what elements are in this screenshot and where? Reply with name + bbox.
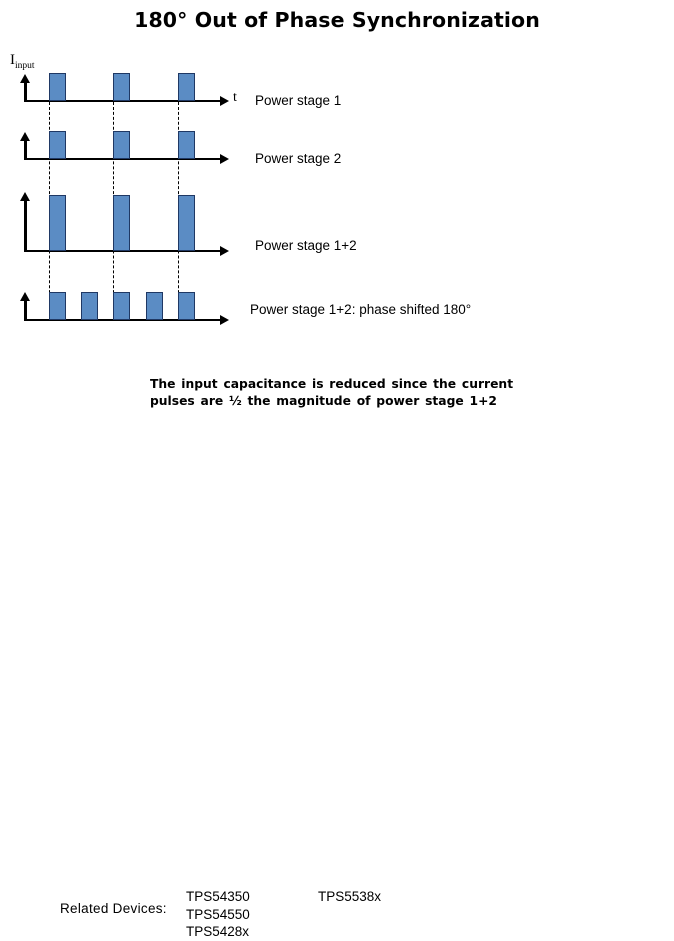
row-3-current-axis	[24, 200, 27, 251]
row-2-time-axis	[24, 158, 221, 160]
row-4-pulse-1	[49, 292, 66, 320]
related-devices-column-1: TPS54350 TPS54550 TPS5428x	[186, 888, 250, 941]
device-part-number: TPS54350	[186, 889, 250, 904]
row-3-pulse-1	[49, 195, 66, 251]
device-part-number: TPS5428x	[186, 924, 250, 939]
row-3-time-axis	[24, 250, 221, 252]
row-4-pulse-5	[178, 292, 195, 320]
waveform-diagram: Iinput t Power stage 1 Power stage 2	[10, 52, 472, 325]
row-3-time-arrowhead	[220, 246, 229, 256]
row-3-pulse-3	[178, 195, 195, 251]
device-part-number: TPS5538x	[318, 889, 382, 904]
row-4-pulse-3	[113, 292, 130, 320]
row-2-pulse-3	[178, 131, 195, 159]
time-axis-label: t	[233, 90, 237, 105]
row-4-time-arrowhead	[220, 315, 229, 325]
y-axis-label-sub: input	[15, 61, 35, 71]
row-1-current-arrowhead	[20, 74, 30, 83]
row-1-time-arrowhead	[220, 96, 229, 106]
related-devices-label: Related Devices:	[60, 901, 167, 916]
y-axis-label-main: I	[10, 52, 15, 68]
row-4-current-arrowhead	[20, 292, 30, 301]
row-1-pulse-2	[113, 73, 130, 101]
row-4-time-axis	[24, 319, 221, 321]
row-1-current-axis	[24, 82, 27, 101]
page-title: 180° Out of Phase Synchronization	[134, 8, 540, 32]
row-4-current-axis	[24, 300, 27, 320]
row-2-current-arrowhead	[20, 132, 30, 141]
row-2-current-axis	[24, 140, 27, 159]
summary-caption-line-1: The input capacitance is reduced since t…	[150, 377, 514, 391]
row-1-time-axis	[24, 100, 221, 102]
summary-caption-line-2: pulses are ½ the magnitude of power stag…	[150, 394, 497, 408]
row-3-pulse-2	[113, 195, 130, 251]
row-4-pulse-2	[81, 292, 98, 320]
row-4-pulse-4	[146, 292, 163, 320]
row-2-pulse-1	[49, 131, 66, 159]
waveform-label-power-stage-1-2: Power stage 1+2	[255, 238, 357, 253]
related-devices-section: Related Devices: TPS54350 TPS54550 TPS54…	[0, 440, 674, 939]
y-axis-label: Iinput	[10, 52, 35, 71]
summary-caption: The input capacitance is reduced since t…	[150, 376, 570, 410]
waveform-label-phase-shifted: Power stage 1+2: phase shifted 180°	[250, 302, 472, 317]
row-3-current-arrowhead	[20, 192, 30, 201]
waveform-label-power-stage-1: Power stage 1	[255, 93, 342, 108]
row-1-pulse-3	[178, 73, 195, 101]
waveform-label-power-stage-2: Power stage 2	[255, 151, 342, 166]
row-2-pulse-2	[113, 131, 130, 159]
related-devices-column-2: TPS5538x	[318, 888, 381, 906]
slide-canvas: 180° Out of Phase Synchronization Iinput…	[0, 8, 674, 939]
row-2-time-arrowhead	[220, 154, 229, 164]
row-1-pulse-1	[49, 73, 66, 101]
device-part-number: TPS54550	[186, 906, 250, 922]
